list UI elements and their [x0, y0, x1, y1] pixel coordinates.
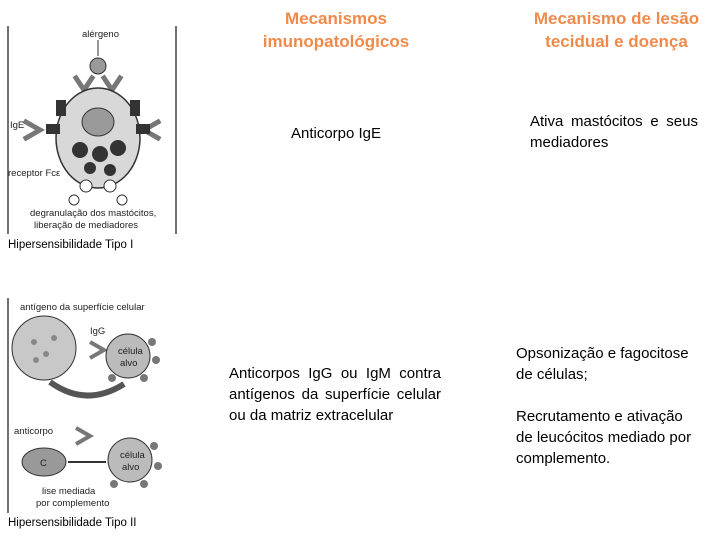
target-cell-label-2a: célula — [120, 450, 146, 461]
lysis-label-1: lise mediada — [42, 486, 96, 497]
complement-label: C — [40, 458, 47, 469]
allergen-label: alérgeno — [82, 29, 119, 40]
header-tissue-injury: Mecanismo de lesão tecidual e doença — [533, 9, 700, 51]
ige-label: IgE — [10, 120, 24, 131]
degranulation-label-1: degranulação dos mastócitos, — [30, 208, 156, 219]
target-cell-label-1a: célula — [118, 346, 144, 357]
degranulation-label-2: liberação de mediadores — [34, 220, 138, 231]
target-cell-diagram: antígeno da superfície celular IgG célul… — [7, 298, 162, 513]
antibody-label: anticorpo — [14, 426, 53, 437]
mast-cell-diagram: alérgeno IgE receptor Fcε degranulação d… — [7, 26, 177, 234]
injury-type2-recruitment: Recrutamento e ativação de leucócitos me… — [516, 408, 692, 467]
caption-type2: Hipersensibilidade Tipo II — [8, 517, 137, 529]
injury-type2-opsonization: Opsonização e fagocitose de células; — [516, 345, 689, 383]
receptor-label: receptor Fcε — [8, 168, 61, 179]
igg-label: IgG — [90, 326, 105, 337]
header-mechanisms: Mecanismos imunopatológicos — [262, 9, 410, 51]
figure-type2: antígeno da superfície celular IgG célul… — [6, 298, 178, 513]
mechanism-type2: Anticorpos IgG ou IgM contra antígenos d… — [229, 365, 441, 424]
injury-type1: Ativa mastócitos e seus mediadores — [530, 113, 698, 151]
mechanism-type1: Anticorpo IgE — [290, 125, 382, 142]
surface-antigen-label: antígeno da superfície celular — [20, 302, 145, 313]
lysis-label-2: por complemento — [36, 498, 109, 509]
caption-type1: Hipersensibilidade Tipo I — [8, 239, 134, 251]
target-cell-label-1b: alvo — [120, 358, 137, 369]
figure-type1: alérgeno IgE receptor Fcε degranulação d… — [6, 26, 178, 234]
target-cell-label-2b: alvo — [122, 462, 139, 473]
